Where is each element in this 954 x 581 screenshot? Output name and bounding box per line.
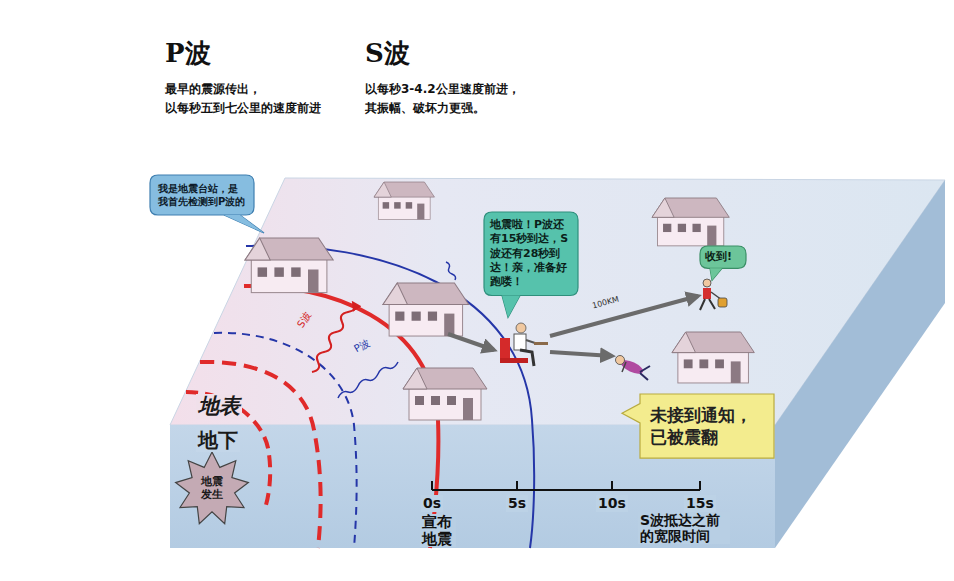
time-tick: 0s bbox=[421, 495, 443, 512]
layer-label: 地下 bbox=[196, 428, 240, 452]
speech-bubble: 地震啦！P波还有15秒到达，S波还有28秒到达！亲，准备好跑喽！ bbox=[484, 212, 578, 295]
outline-part bbox=[710, 268, 722, 280]
callout-outline bbox=[640, 394, 774, 458]
timeline-note: S波抵达之前的宽限时间 bbox=[638, 512, 730, 544]
outline-part bbox=[150, 175, 254, 215]
outline-part bbox=[622, 394, 774, 458]
timeline-note: 宣布地震 bbox=[420, 514, 456, 547]
outline-part bbox=[484, 212, 578, 295]
star-burst: 地震发生 bbox=[180, 458, 244, 520]
callout-text: 地震啦！P波还有15秒到达，S波还有28秒到达！亲，准备好跑喽！ bbox=[490, 218, 572, 289]
speech-bubble: 收到! bbox=[700, 246, 746, 268]
speech-bubble: 我是地震台站，是我首先检测到P波的 bbox=[150, 175, 254, 215]
outline-part bbox=[224, 215, 264, 233]
section-heading: S波 bbox=[365, 38, 410, 69]
outline-part bbox=[224, 215, 264, 233]
distance-label: 100KM bbox=[591, 295, 620, 311]
outline-part bbox=[502, 295, 520, 317]
outline-part bbox=[176, 452, 249, 524]
time-tick: 5s bbox=[506, 495, 528, 512]
time-tick: 15s bbox=[684, 495, 716, 512]
section-heading: P波 bbox=[165, 38, 211, 69]
callout-text: 未接到通知， 已被震翻 bbox=[650, 404, 764, 448]
callout-text: 我是地震台站，是我首先检测到P波的 bbox=[158, 182, 246, 208]
tag-callout: 未接到通知， 已被震翻 bbox=[640, 394, 774, 458]
wave-label: S波 bbox=[294, 308, 315, 332]
callout-outline bbox=[150, 175, 254, 215]
wave-label: P波 bbox=[350, 336, 373, 356]
callout-text: 地震发生 bbox=[201, 476, 223, 501]
callout-text: 收到! bbox=[705, 250, 741, 264]
outline-part bbox=[502, 295, 520, 317]
section-body: 最早的震源传出， 以每秒五到七公里的速度前进 bbox=[165, 80, 355, 118]
outline-part bbox=[710, 268, 722, 280]
section-body: 以每秒3-4.2公里速度前进， 其振幅、破坏力更强。 bbox=[365, 80, 565, 118]
layer-label: 地表 bbox=[196, 394, 242, 419]
time-tick: 10s bbox=[596, 495, 628, 512]
outline-part bbox=[700, 246, 746, 268]
